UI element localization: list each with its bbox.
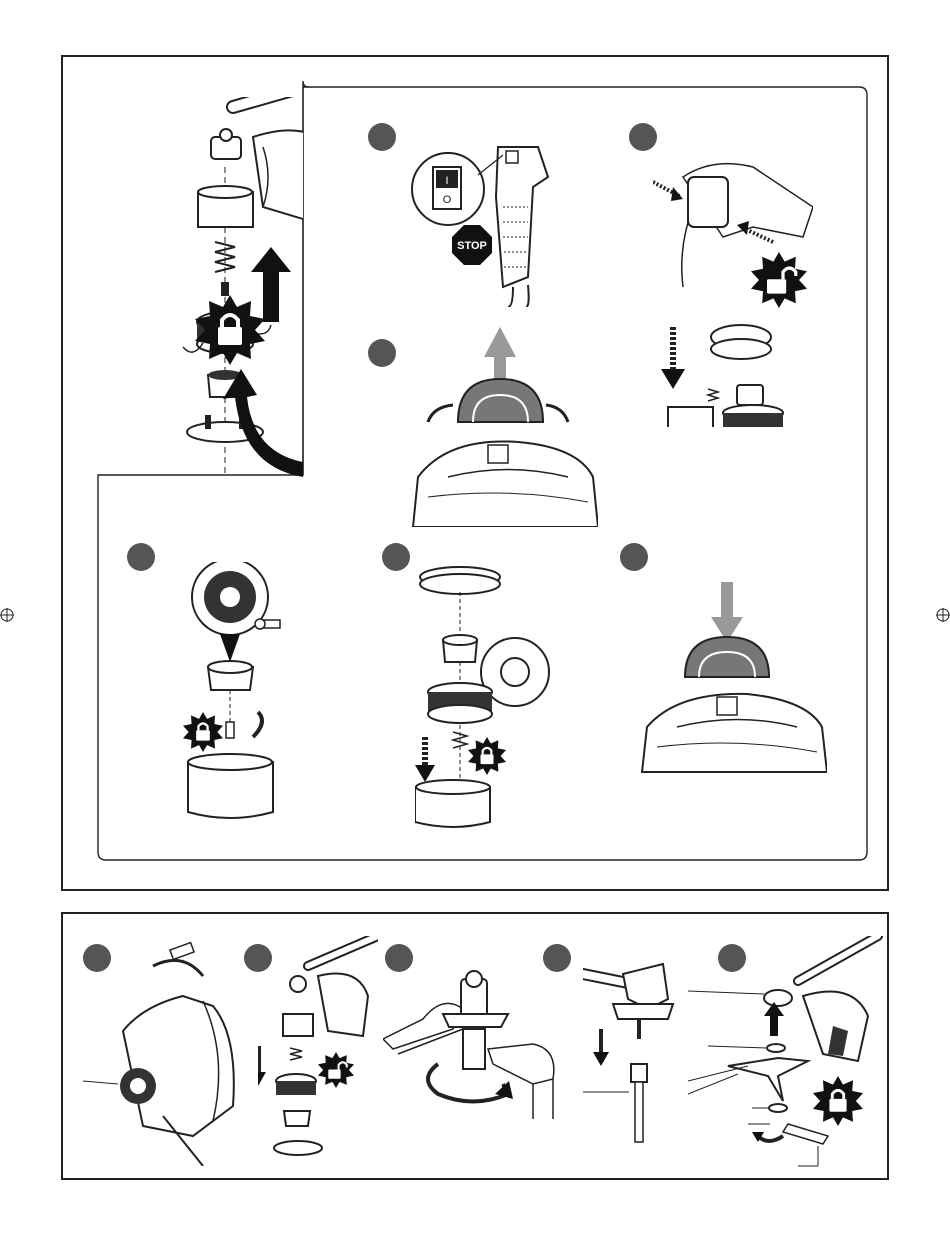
step-badge xyxy=(620,543,648,571)
registration-mark-left xyxy=(0,608,14,622)
lock-icon xyxy=(468,737,506,775)
blade-step-2-figure xyxy=(258,936,378,1166)
step-badge xyxy=(127,543,155,571)
blade-fitting-panel xyxy=(61,912,889,1180)
step-badge xyxy=(382,543,410,571)
step-badge xyxy=(629,123,657,151)
lock-icon xyxy=(813,1076,863,1126)
replace-cover-figure xyxy=(637,582,827,782)
spool-replacement-panel: I O STOP xyxy=(61,55,889,891)
blade-step-5-figure xyxy=(688,936,888,1171)
lock-icon xyxy=(183,712,223,752)
curved-flow-arrow xyxy=(213,337,313,477)
blade-step-3-figure xyxy=(383,969,563,1164)
registration-mark-right xyxy=(936,608,950,622)
switch-on-mark: I xyxy=(445,175,448,187)
unlock-icon xyxy=(751,252,807,308)
stop-sign-text: STOP xyxy=(457,240,487,252)
remove-cover-figure xyxy=(408,327,598,527)
switch-off-figure: I O STOP xyxy=(408,137,588,307)
blade-step-4-figure xyxy=(583,954,683,1154)
blade-step-1-figure xyxy=(83,936,243,1166)
step-badge xyxy=(543,944,571,972)
fix-spool-figure xyxy=(178,562,308,837)
switch-off-mark: O xyxy=(443,194,452,206)
unlock-icon xyxy=(318,1052,354,1088)
step-badge xyxy=(368,339,396,367)
step-badge xyxy=(385,944,413,972)
assemble-spool-figure xyxy=(415,562,550,832)
step-badge xyxy=(368,123,396,151)
